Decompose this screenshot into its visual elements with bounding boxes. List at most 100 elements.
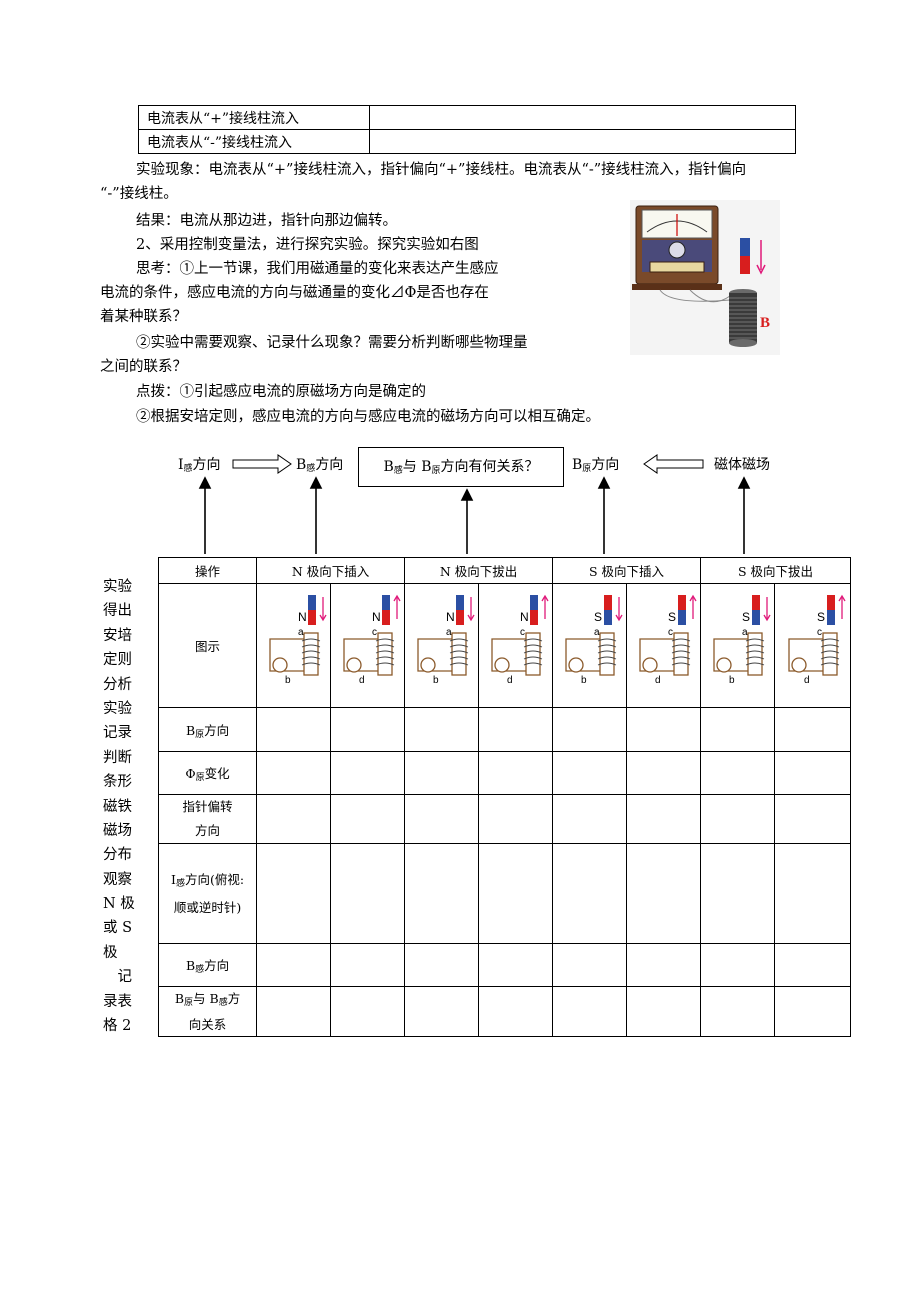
- table-row: B感方向: [157, 943, 851, 987]
- think-text-2: 电流的条件，感应电流的方向与磁通量的变化⊿Φ是否也存在: [100, 285, 489, 301]
- coil-turn: [597, 662, 616, 666]
- coil-turn: [597, 638, 616, 642]
- circuit-wire: [342, 638, 382, 672]
- phenomenon-text-cont: “-”接线柱。: [100, 186, 178, 202]
- magnet-bottom-half: [307, 610, 316, 625]
- coil-icon: [729, 289, 757, 347]
- magnet-coil-diagram: Na b: [416, 595, 475, 686]
- terminal-label-bottom: b: [433, 675, 439, 686]
- arrow-up-icon: [837, 594, 846, 619]
- flow-question-box: B感与 B原方向有何关系？: [358, 447, 564, 487]
- row-phi-yuan: Φ原变化: [157, 751, 258, 795]
- coil-turn: [745, 662, 764, 666]
- table-row: 操作 N 极向下插入 N 极向下拔出 S 极向下插入 S 极向下拔出: [157, 557, 851, 584]
- coil-turn: [597, 656, 616, 660]
- table-row: 指针偏转方向: [157, 794, 851, 844]
- flow-magnet-field: 磁体磁场: [714, 457, 770, 473]
- magnet-top-half: [529, 595, 538, 610]
- magnet-top-half: [381, 595, 390, 610]
- coil-turn: [523, 650, 542, 654]
- coil-turn: [301, 644, 320, 648]
- step2-text: 2、采用控制变量法，进行探究实验。探究实验如右图: [136, 237, 479, 253]
- coil-turn: [820, 650, 839, 654]
- terminal-label-bottom: b: [729, 675, 735, 686]
- hint-text-1: 点拨：①引起感应电流的原磁场方向是确定的: [136, 384, 426, 400]
- arrow-up-icon: [540, 594, 549, 619]
- diagram-label: 图示: [157, 583, 258, 708]
- galvanometer-icon: [271, 657, 288, 673]
- circuit-wire: [564, 638, 604, 672]
- pole-label: N: [520, 610, 529, 624]
- table-row: B原方向: [157, 707, 851, 752]
- coil-turn: [745, 650, 764, 654]
- hollow-arrow-right-icon: [232, 454, 292, 474]
- table-row: Φ原变化: [157, 751, 851, 795]
- magnet-bottom-half: [751, 610, 760, 625]
- flow-arrows: [198, 454, 751, 554]
- magnet-coil-diagram: Nab: [268, 595, 327, 686]
- magnet-bottom-half: [455, 610, 464, 625]
- row-label: 电流表从“-”接线柱流入: [138, 129, 370, 154]
- coil-icon: [376, 632, 393, 676]
- hint-text-2: ②根据安培定则，感应电流的方向与感应电流的磁场方向可以相互确定。: [136, 409, 600, 425]
- magnet-bottom-half: [603, 610, 612, 625]
- coil-icon: [302, 632, 319, 676]
- arrow-down-icon: [319, 597, 327, 622]
- row-i-gan: I感方向(俯视:顺或逆时针): [157, 843, 258, 944]
- op-s-insert: S 极向下插入: [552, 557, 702, 584]
- coil-turn: [449, 644, 468, 648]
- circuit-wire: [638, 638, 678, 672]
- coil-turn: [820, 662, 839, 666]
- pole-label: S: [594, 610, 602, 624]
- coil-turn: [671, 650, 690, 654]
- row-relation: B原与 B感方向关系: [157, 986, 258, 1037]
- coil-turn: [375, 638, 394, 642]
- terminal-label-bottom: d: [507, 675, 513, 686]
- pole-label: S: [742, 610, 750, 624]
- magnet-coil-diagram: Nc d: [490, 594, 549, 686]
- think-text-3: 着某种联系？: [100, 309, 187, 325]
- terminal-label-top: a: [446, 627, 452, 638]
- arrow-down-icon: [614, 597, 623, 622]
- result-text: 结果：电流从那边进，指针向那边偏转。: [136, 213, 397, 229]
- arrow-up-icon: [393, 594, 401, 619]
- coil-turn: [301, 662, 320, 666]
- row-label: 电流表从“+”接线柱流入: [138, 105, 370, 130]
- coil-turn: [820, 656, 839, 660]
- galvanometer-icon: [715, 657, 732, 673]
- coil-icon: [821, 632, 838, 676]
- pole-label: N: [372, 610, 381, 624]
- coil-turn: [523, 662, 542, 666]
- bar-magnet-icon: [740, 238, 766, 275]
- coil-icon: [672, 632, 689, 676]
- row-value: [369, 105, 796, 130]
- coil-turn: [820, 644, 839, 648]
- coil-turn: [301, 656, 320, 660]
- think-text-4: ②实验中需要观察、记录什么现象？需要分析判断哪些物理量: [136, 335, 528, 351]
- coil-label: B: [760, 315, 770, 331]
- galvanometer-icon: [345, 657, 362, 673]
- coil-turn: [449, 662, 468, 666]
- magnet-bottom-half: [826, 610, 835, 625]
- coil-turn: [449, 656, 468, 660]
- circuit-wire: [490, 638, 530, 672]
- coil-turn: [523, 656, 542, 660]
- pole-label: N: [446, 610, 455, 624]
- phenomenon-text: 实验现象：电流表从“+”接线柱流入，指针偏向“+”接线柱。电流表从“-”接线柱流…: [136, 162, 747, 178]
- op-header: 操作: [157, 557, 258, 584]
- circuit-wire: [787, 638, 827, 672]
- magnet-top-half: [751, 595, 760, 610]
- magnet-coil-diagram: Sab: [564, 595, 623, 686]
- coil-turn: [301, 650, 320, 654]
- galvanometer-icon: [567, 657, 584, 673]
- terminal-label-top: c: [520, 627, 525, 638]
